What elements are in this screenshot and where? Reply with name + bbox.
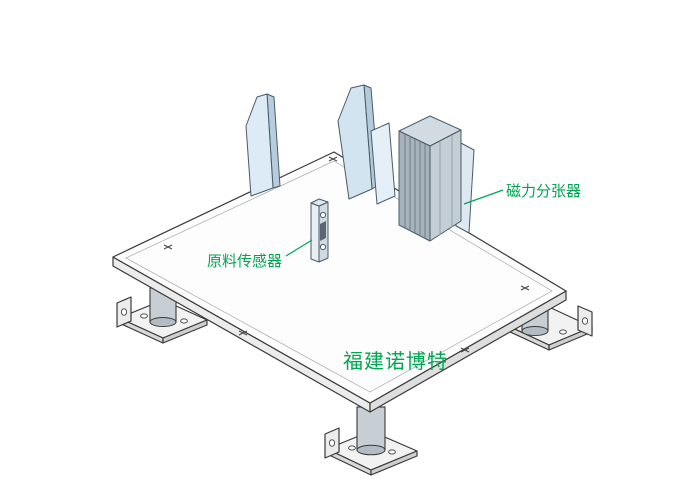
plate-front-face [245, 93, 274, 197]
foot-hole [348, 445, 356, 451]
bolt-cross [238, 330, 248, 336]
flange-hole [581, 317, 589, 325]
leg-bottom-west [149, 317, 177, 327]
separator-right-face [429, 129, 462, 242]
sensor-front-face [310, 202, 320, 263]
foot-plate-front-thickness2 [370, 450, 418, 476]
label-material-sensor: 原料传感器 [207, 253, 282, 270]
material-sensor [310, 198, 329, 263]
sensor-top-face [310, 198, 329, 207]
separator-right-lines [439, 135, 453, 235]
foot-hole [559, 329, 567, 335]
bolt-cross [328, 156, 338, 162]
sensor-hole-top [319, 211, 327, 219]
bolt-cross [163, 244, 173, 250]
leg-cylinder-front [356, 406, 386, 451]
leg-bottom-front [356, 444, 386, 456]
plate-front-face [337, 84, 373, 200]
foot-hole [388, 449, 396, 455]
separator-plate-middle [337, 84, 396, 205]
label-brand: 福建诺博特 [343, 350, 448, 373]
sensor-slot [320, 221, 326, 241]
leader-line-magnetic-separator [463, 189, 504, 205]
foot-hole [140, 313, 148, 319]
plate-front-small [370, 122, 396, 205]
separator-rib-lines [404, 134, 426, 238]
leader-line-material-sensor [285, 239, 313, 257]
flange-hole [120, 308, 128, 316]
sensor-hole-bottom [319, 243, 327, 251]
leg-bottom-east [521, 326, 549, 336]
foot-plate-west-thickness2 [162, 319, 208, 344]
magnetic-separator [398, 115, 475, 242]
bolt-cross [520, 285, 530, 291]
label-magnetic-separator: 磁力分张器 [506, 183, 581, 200]
leg-front-assembly [324, 406, 418, 476]
table-top-surface [112, 151, 567, 404]
table-assembly [112, 151, 567, 413]
foot-hole [180, 318, 188, 324]
leg-west-assembly [116, 287, 208, 344]
table-inset-border [125, 160, 553, 393]
separator-plate-left [245, 93, 281, 197]
bolt-cross [460, 347, 470, 353]
bolt-marks [163, 156, 530, 353]
flange-hole [328, 439, 336, 447]
